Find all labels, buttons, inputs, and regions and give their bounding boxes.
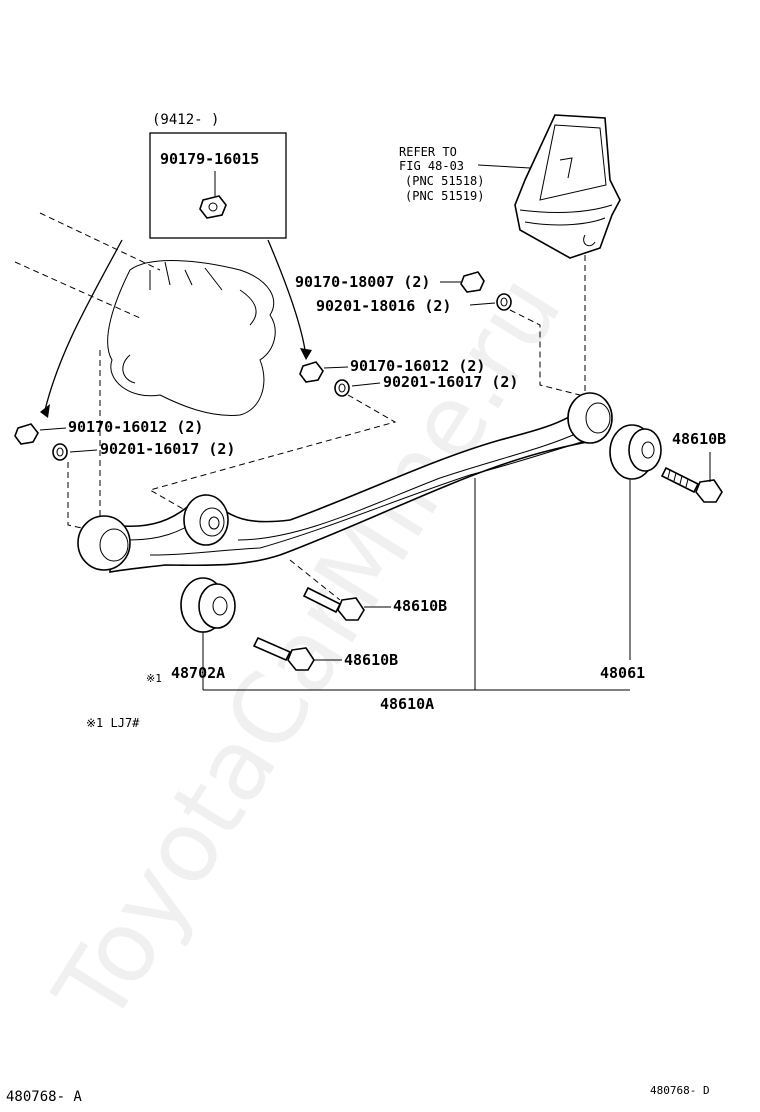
- bracket-icon: [514, 114, 621, 259]
- note-marker: ※1: [146, 672, 162, 685]
- date-range: (9412- ): [152, 112, 219, 128]
- label-bolt-left: 90170-16012 (2): [68, 418, 203, 436]
- label-bushing-right: 48061: [600, 664, 645, 682]
- label-bolt-upper: 90170-18007 (2): [295, 273, 430, 291]
- label-nut-inset: 90179-16015: [160, 150, 259, 168]
- footnote: ※1 LJ7#: [86, 716, 140, 730]
- label-washer-mid: 90201-16017 (2): [383, 373, 518, 391]
- label-bolt-right: 48610B: [672, 430, 726, 448]
- arrow-left: [44, 239, 123, 411]
- figure-id-left: 480768- A: [6, 1089, 82, 1105]
- inset-box: [149, 132, 287, 239]
- nut-icon: [199, 195, 227, 219]
- bolt-icon-lower-2: [252, 636, 315, 671]
- bolt-icon-mid: [299, 361, 324, 383]
- label-washer-left: 90201-16017 (2): [100, 440, 235, 458]
- label-bolt-lower-1: 48610B: [393, 597, 447, 615]
- washer-icon-mid: [334, 379, 350, 397]
- label-bolt-mid: 90170-16012 (2): [350, 357, 485, 375]
- arrow-right: [267, 239, 306, 351]
- label-arm-assembly: 48610A: [380, 695, 434, 713]
- assembly-bracket: [202, 478, 631, 691]
- bushing-icon-right: [609, 424, 662, 480]
- washer-icon-left: [52, 443, 68, 461]
- bushing-icon-left: [180, 577, 236, 633]
- svg-text:(PNC 51519): (PNC 51519): [405, 189, 484, 203]
- label-washer-upper: 90201-18016 (2): [316, 297, 451, 315]
- bolt-icon-lower-1: [302, 586, 365, 621]
- bolt-icon-right: [660, 466, 723, 503]
- frame-outline: [14, 212, 276, 520]
- figure-id-right: 480768- D: [650, 1084, 710, 1097]
- washer-icon-upper: [496, 293, 512, 311]
- bolt-icon-left: [14, 423, 39, 445]
- svg-text:(PNC 51518): (PNC 51518): [405, 174, 484, 188]
- control-arm-icon: [77, 392, 613, 573]
- refer-text: REFER TO FIG 48-03 (PNC 51518) (PNC 5151…: [399, 145, 484, 203]
- label-bushing-left: 48702A: [171, 664, 225, 682]
- label-bolt-lower-2: 48610B: [344, 651, 398, 669]
- svg-text:FIG 48-03: FIG 48-03: [399, 159, 464, 173]
- bolt-icon-upper: [460, 271, 485, 293]
- svg-text:REFER TO: REFER TO: [399, 145, 457, 159]
